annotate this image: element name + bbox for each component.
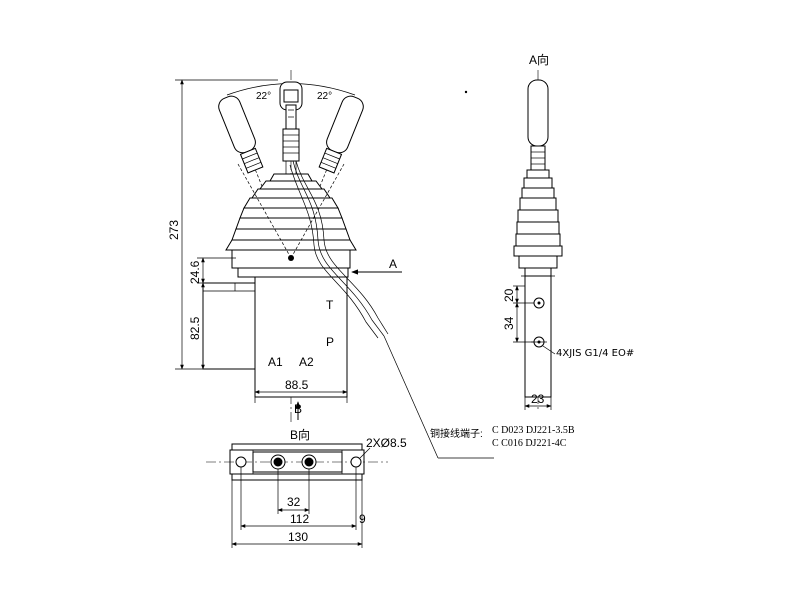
side-view: A向 20 [502,52,634,410]
terminal-line2: C C016 DJ221-4C [492,438,567,449]
dim-20-label: 20 [502,288,516,302]
port-a2-label: A2 [299,355,314,369]
port-p-label: P [326,335,334,349]
mount-hole-left [235,456,247,468]
pivot-point [288,255,294,261]
dim-23-label: 23 [531,392,545,406]
side-view-title: A向 [529,52,549,67]
dim-34-label: 34 [502,316,516,330]
left-tilted-handle [218,95,292,259]
port-a1-label: A1 [268,355,283,369]
terminal-label: 铜接线端子: [430,427,483,440]
mount-hole-right [350,456,362,468]
dim-body-width [254,390,348,403]
center-handle [279,81,303,258]
valve-body [202,276,348,398]
dim-holes-label: 2XØ8.5 [366,436,407,450]
dim-32-label: 32 [287,495,301,509]
terminal-note: 铜接线端子: C D023 DJ221-3.5B C C016 DJ221-4C [383,335,575,459]
angle-right-label: 22° [317,91,332,102]
port-t-label: T [326,298,334,312]
terminal-line1: C D023 DJ221-3.5B [492,425,575,436]
dim-total-height [175,79,278,370]
side-body [524,275,552,398]
angle-left-label: 22° [256,91,271,102]
dim-88-5-label: 88.5 [285,378,309,392]
section-b-label: B [294,402,302,416]
port-callout-label: 4XJIS G1/4 EO# [556,348,634,359]
dim-273-label: 273 [167,220,181,240]
side-boot [513,169,563,269]
front-view: 22° 22° [167,70,402,425]
section-a-label: A [389,257,397,271]
dim-82-5-label: 82.5 [188,316,202,340]
right-tilted-handle [290,95,364,259]
dim-24-6-label: 24.6 [188,260,202,284]
dim-9-label: 9 [359,512,366,526]
side-handle [527,79,549,147]
rubber-boot [225,173,357,269]
dim-130-label: 130 [288,530,308,544]
dim-112-label: 112 [290,512,309,526]
bottom-view-title: B向 [290,427,310,442]
bottom-view: B向 2XØ8.5 32 112 9 [206,427,407,548]
dim-flange-height [197,257,236,284]
